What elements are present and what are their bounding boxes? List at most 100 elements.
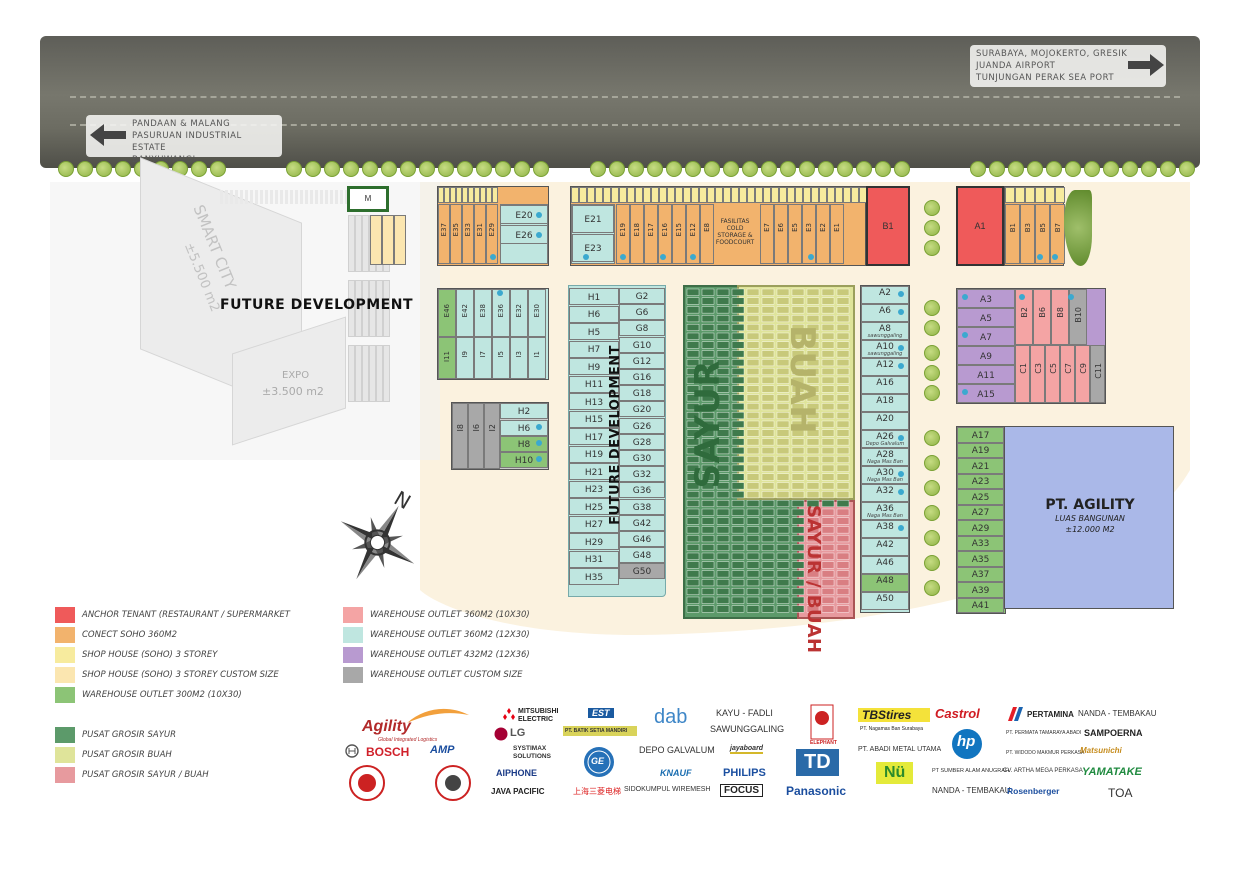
plot[interactable]: A2 [861,286,909,304]
market-stall[interactable] [791,552,805,560]
market-stall[interactable] [806,306,820,314]
market-stall[interactable] [836,526,850,534]
market-stall[interactable] [791,332,805,340]
market-stall[interactable] [746,535,760,543]
plot[interactable] [739,187,747,203]
plot[interactable]: A20 [861,412,909,430]
market-stall[interactable] [806,482,820,490]
market-stall[interactable] [806,288,820,296]
market-stall[interactable] [716,394,730,402]
market-stall[interactable] [746,561,760,569]
market-stall[interactable] [821,570,835,578]
market-stall[interactable] [836,429,850,437]
market-stall[interactable] [761,438,775,446]
market-stall[interactable] [821,394,835,402]
market-stall[interactable] [701,411,715,419]
market-stall[interactable] [776,579,790,587]
market-stall[interactable] [836,482,850,490]
market-stall[interactable] [821,411,835,419]
market-stall[interactable] [701,403,715,411]
market-stall[interactable] [776,306,790,314]
market-stall[interactable] [836,403,850,411]
plot[interactable]: E20 [500,205,548,224]
plot[interactable] [715,187,723,203]
market-stall[interactable] [701,420,715,428]
plot[interactable]: E2 [816,204,830,264]
market-stall[interactable] [701,288,715,296]
market-stall[interactable] [686,464,700,472]
market-stall[interactable] [686,324,700,331]
market-stall[interactable] [746,552,760,560]
market-stall[interactable] [806,411,820,419]
market-stall[interactable] [776,350,790,358]
plot[interactable]: A32 [861,484,909,502]
plot[interactable]: I11 [438,337,456,379]
market-stall[interactable] [716,526,730,534]
market-stall[interactable] [761,411,775,419]
market-stall[interactable] [701,385,715,393]
market-stall[interactable] [761,596,775,604]
plot[interactable]: B3 [1020,204,1035,264]
plot[interactable]: A6 [861,304,909,322]
market-stall[interactable] [746,447,760,455]
market-stall[interactable] [776,359,790,367]
market-stall[interactable] [686,455,700,463]
market-stall[interactable] [746,403,760,411]
plot[interactable]: A35 [957,551,1004,567]
market-stall[interactable] [806,455,820,463]
market-stall[interactable] [731,376,745,384]
market-stall[interactable] [761,535,775,543]
market-stall[interactable] [731,535,745,543]
market-stall[interactable] [701,579,715,587]
market-stall[interactable] [686,394,700,402]
market-stall[interactable] [701,306,715,314]
market-stall[interactable] [776,411,790,419]
market-stall[interactable] [821,455,835,463]
plot[interactable]: A17 [957,427,1004,443]
market-stall[interactable] [806,517,820,525]
market-stall[interactable] [836,544,850,551]
plot[interactable] [462,187,468,203]
plot[interactable]: E18 [630,204,644,264]
market-stall[interactable] [731,482,745,490]
market-stall[interactable] [731,350,745,358]
market-stall[interactable] [731,552,745,560]
market-stall[interactable] [761,306,775,314]
market-stall[interactable] [821,315,835,323]
plot[interactable] [611,187,619,203]
market-stall[interactable] [686,438,700,446]
market-stall[interactable] [716,438,730,446]
market-stall[interactable] [686,411,700,419]
market-stall[interactable] [836,438,850,446]
market-stall[interactable] [701,332,715,340]
market-stall[interactable] [701,544,715,551]
market-stall[interactable] [761,420,775,428]
plot[interactable]: G28 [619,433,665,450]
market-stall[interactable] [836,464,850,472]
market-stall[interactable] [821,552,835,560]
market-stall[interactable] [746,464,760,472]
market-stall[interactable] [806,579,820,587]
market-stall[interactable] [686,544,700,551]
market-stall[interactable] [731,403,745,411]
market-stall[interactable] [731,508,745,516]
plot[interactable]: E35 [450,204,462,264]
market-stall[interactable] [821,579,835,587]
market-stall[interactable] [806,367,820,375]
market-stall[interactable] [806,385,820,393]
market-stall[interactable] [686,420,700,428]
market-stall[interactable] [686,570,700,578]
market-stall[interactable] [686,508,700,516]
market-stall[interactable] [776,499,790,507]
market-stall[interactable] [776,288,790,296]
plot[interactable] [370,215,382,265]
plot[interactable] [486,187,492,203]
market-stall[interactable] [806,544,820,551]
market-stall[interactable] [716,508,730,516]
market-stall[interactable] [776,544,790,551]
market-stall[interactable] [791,288,805,296]
plot[interactable] [1005,187,1015,203]
market-stall[interactable] [716,544,730,551]
plot[interactable]: G12 [619,352,665,369]
